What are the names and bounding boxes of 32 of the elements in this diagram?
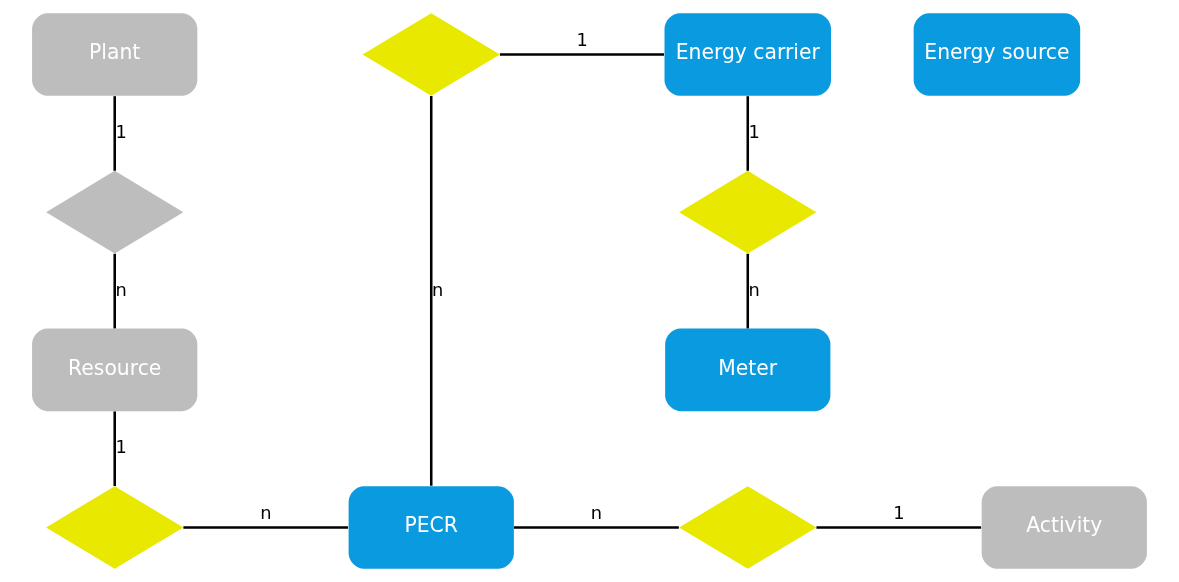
edge-label: n xyxy=(260,501,272,523)
edge-label: 1 xyxy=(576,28,588,50)
edge-label: n xyxy=(590,501,603,523)
edge-label: n xyxy=(115,278,127,300)
node-box: Plant xyxy=(32,13,198,96)
node-box: Energy source xyxy=(913,13,1081,96)
edge-label: 1 xyxy=(893,501,905,523)
node-diamond xyxy=(46,170,184,254)
node-box: Resource xyxy=(32,328,198,412)
node-diamond xyxy=(362,13,500,96)
node-box: Activity xyxy=(981,486,1147,569)
node-box: PECR xyxy=(348,486,514,569)
edge-label: 1 xyxy=(115,121,127,143)
connector xyxy=(113,96,116,171)
connector xyxy=(429,95,433,486)
edge-label: n xyxy=(748,278,760,300)
node-diamond xyxy=(679,170,817,254)
edge-label: 1 xyxy=(748,121,760,143)
edge-label: 1 xyxy=(115,436,127,458)
connector xyxy=(183,526,349,529)
connector xyxy=(499,53,664,56)
node-box: Energy carrier xyxy=(664,13,832,96)
connector xyxy=(113,253,116,329)
node-box: Meter xyxy=(665,328,831,412)
connector xyxy=(113,411,116,487)
node-diamond xyxy=(46,486,184,569)
connector xyxy=(746,96,750,171)
node-diamond xyxy=(679,486,817,569)
edge-label: n xyxy=(431,278,444,300)
connector xyxy=(746,253,750,329)
connector xyxy=(514,526,679,529)
connector xyxy=(816,526,982,529)
